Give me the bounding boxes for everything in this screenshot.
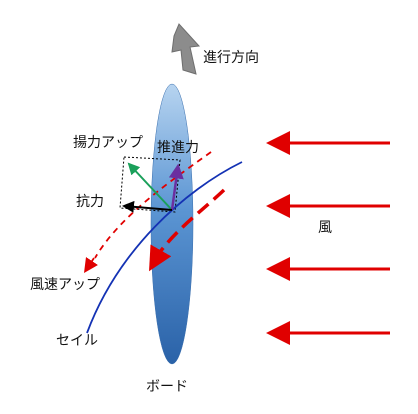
propulsion-label: 推進力 bbox=[157, 140, 199, 156]
wind-speed-up-label: 風速アップ bbox=[30, 277, 100, 293]
sail-line bbox=[86, 161, 243, 334]
board-label: ボード bbox=[146, 379, 188, 395]
wind-streamline-lower-head bbox=[149, 244, 172, 272]
wind-label: 風 bbox=[318, 220, 332, 236]
force-parallelogram bbox=[119, 156, 181, 213]
lift-arrow bbox=[127, 162, 173, 211]
wind-streamline-upper bbox=[94, 151, 212, 259]
lift-label: 揚力アップ bbox=[73, 134, 143, 151]
propulsion-arrow bbox=[168, 163, 184, 211]
drag-label: 抗力 bbox=[76, 194, 104, 210]
wind-streamline-lower bbox=[158, 188, 226, 254]
direction-label: 進行方向 bbox=[203, 50, 259, 66]
direction-arrow-icon bbox=[171, 23, 201, 75]
wind-streamline-upper-head bbox=[84, 257, 98, 273]
board-shape bbox=[150, 83, 194, 365]
drag-arrow bbox=[122, 200, 173, 213]
sail-label: セイル bbox=[56, 333, 98, 349]
